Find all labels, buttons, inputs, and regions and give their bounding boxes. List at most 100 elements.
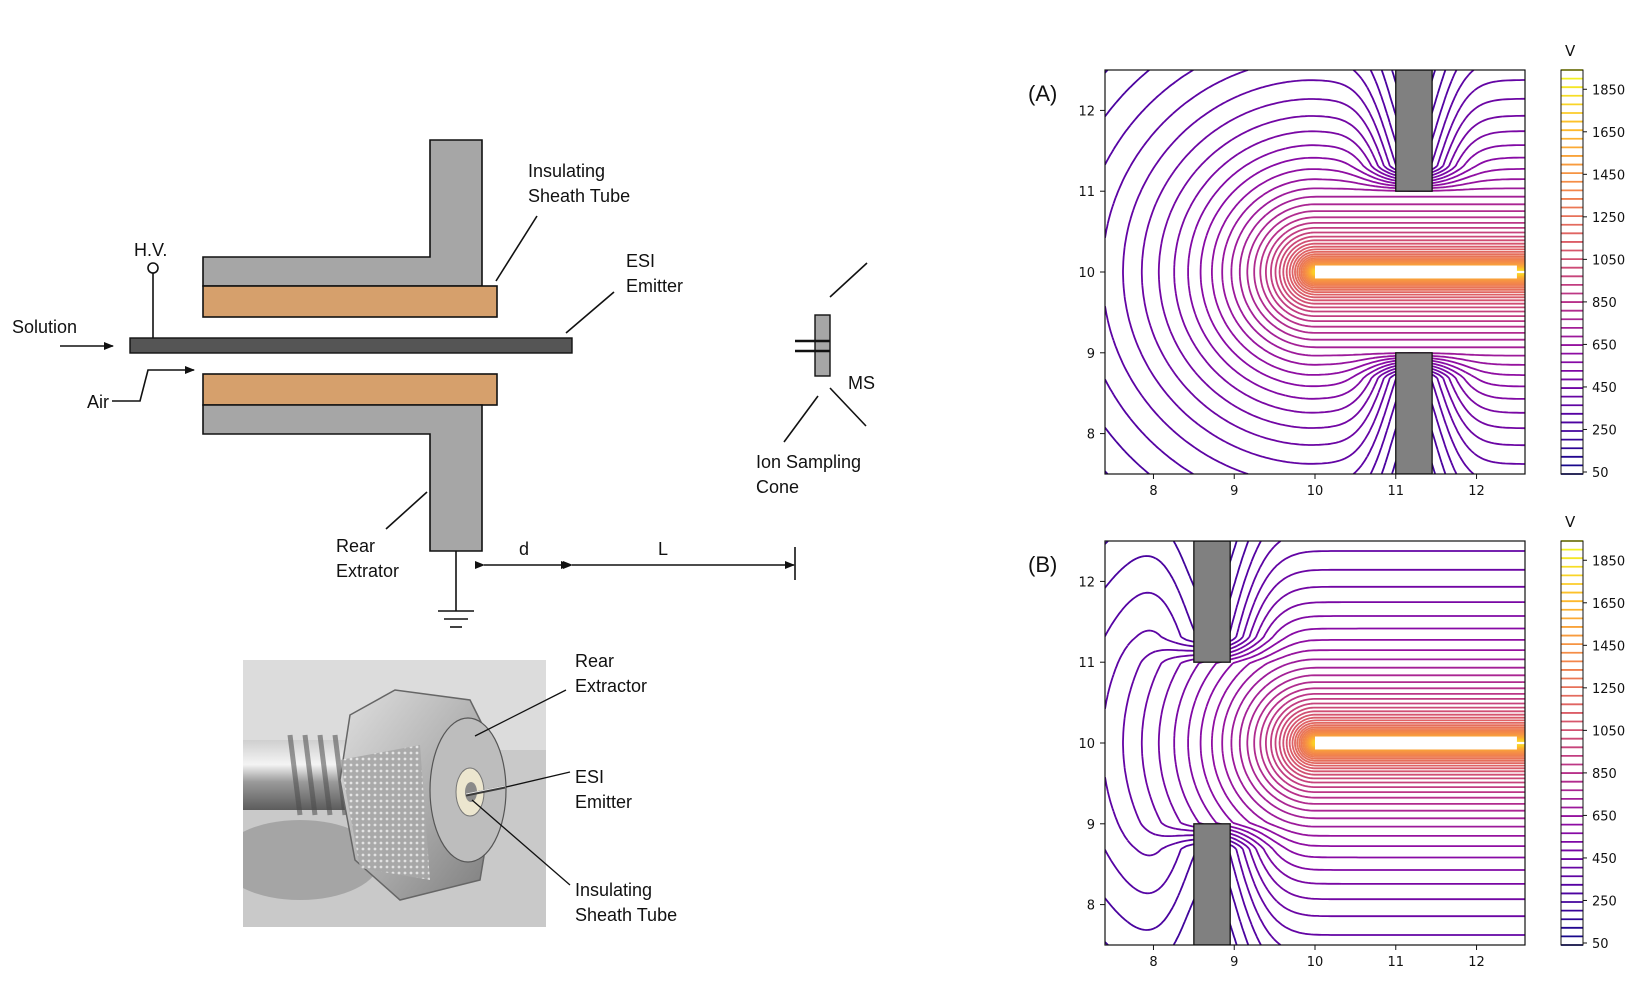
rear-label-1: Rear <box>336 536 375 556</box>
air-label: Air <box>87 392 109 412</box>
contour-line <box>1278 706 1525 780</box>
y-tick-label: 10 <box>1078 266 1095 281</box>
contour-line <box>1298 255 1525 289</box>
y-tick-label: 9 <box>1087 347 1095 362</box>
y-tick-label: 10 <box>1078 737 1095 752</box>
colorbar-tick-label: 1650 <box>1592 126 1625 141</box>
x-tick-label: 11 <box>1387 484 1404 499</box>
contour-line <box>1296 724 1525 762</box>
contour-line <box>1296 253 1525 291</box>
d-label: d <box>519 539 529 559</box>
contour-line <box>1304 261 1525 283</box>
photo-shaft-shadow <box>243 820 380 900</box>
contour-line <box>1265 693 1525 793</box>
contour-line <box>1274 231 1525 313</box>
hv-label: H.V. <box>134 240 167 260</box>
x-tick-label: 11 <box>1387 955 1404 970</box>
solution-label: Solution <box>12 317 77 337</box>
cone-label-1: Ion Sampling <box>756 452 861 472</box>
photo-insulating-label-1: Insulating <box>575 880 652 900</box>
contour-line <box>1291 719 1525 767</box>
colorbar-tick-label: 650 <box>1592 338 1617 353</box>
contour-line <box>1238 666 1525 820</box>
contour-line <box>1173 601 1525 885</box>
insulating-label-1: Insulating <box>528 161 605 181</box>
contour-line <box>1140 568 1525 918</box>
y-tick-label: 12 <box>1078 575 1095 590</box>
contour-line <box>1246 674 1525 812</box>
contour-line <box>1259 687 1525 799</box>
contour-line <box>1300 257 1525 287</box>
contour-line <box>1270 227 1525 317</box>
colorbar-tick-label: 450 <box>1592 381 1617 396</box>
photo-insulator-core <box>465 782 477 802</box>
colorbar-unit: V <box>1565 42 1576 60</box>
contour-line <box>1303 731 1525 755</box>
contour-line <box>1282 239 1525 305</box>
contour-line <box>1298 726 1525 760</box>
y-tick-label: 8 <box>1087 428 1095 443</box>
contour-line <box>1278 235 1525 309</box>
contour-line <box>1294 722 1525 764</box>
colorbar-unit: V <box>1565 513 1576 531</box>
contour-line <box>1285 713 1525 773</box>
colorbar-tick-label: 1050 <box>1592 724 1625 739</box>
y-tick-label: 12 <box>1078 104 1095 119</box>
colorbar-tick-label: 450 <box>1592 852 1617 867</box>
contour-line <box>1305 262 1525 282</box>
electrode-block <box>1395 70 1433 192</box>
x-tick-label: 12 <box>1468 484 1485 499</box>
colorbar-tick-label: 850 <box>1592 767 1617 782</box>
colorbar-tick-label: 850 <box>1592 296 1617 311</box>
photo-rear-leader <box>474 689 567 737</box>
contour-line <box>1105 70 1475 474</box>
colorbar-tick-label: 1650 <box>1592 597 1625 612</box>
contour-line <box>1122 79 1525 465</box>
contour-line <box>1259 216 1525 328</box>
colorbar-frame <box>1560 540 1584 946</box>
electrode-block <box>1395 352 1433 474</box>
lower-insulating-tube <box>202 373 498 406</box>
esi-label-1: ESI <box>626 251 655 271</box>
photo-emitter-needle <box>465 785 506 797</box>
x-tick-label: 10 <box>1307 955 1324 970</box>
colorbar-tick-label: 50 <box>1592 937 1609 952</box>
contour-plot-area <box>1105 70 1525 474</box>
photo-esi-label-2: Emitter <box>575 792 632 812</box>
contour-line <box>1140 97 1525 447</box>
colorbar-frame <box>1560 69 1584 475</box>
contour-line <box>1304 732 1525 754</box>
contour-line <box>1294 251 1525 293</box>
contour-line <box>1246 203 1525 341</box>
esi-emitter-tube <box>129 337 573 354</box>
photo-emitter-highlight <box>465 785 506 795</box>
colorbar-tick-label: 1450 <box>1592 168 1625 183</box>
panel-label: (B) <box>1028 552 1057 577</box>
contour-plot-area <box>1105 541 1525 945</box>
colorbar-tick-label: 1450 <box>1592 639 1625 654</box>
photo-rear-label-1: Rear <box>575 651 614 671</box>
esi-label-2: Emitter <box>626 276 683 296</box>
colorbar-tick-label: 1050 <box>1592 253 1625 268</box>
contour-line <box>1274 702 1525 784</box>
electrode-block <box>1193 541 1231 663</box>
source-schematic: H.V. Solution Air Insulating Sheath Tube… <box>12 139 875 628</box>
y-tick-label: 11 <box>1078 185 1095 200</box>
device-photo: Rear Extractor ESI Emitter Insulating Sh… <box>243 651 677 927</box>
esi-leader <box>565 291 615 334</box>
contour-line <box>1157 585 1525 901</box>
insulating-leader <box>495 215 538 282</box>
lower-extractor-shape <box>202 404 483 552</box>
contour-line <box>1199 627 1525 859</box>
contour-line <box>1238 195 1525 349</box>
rear-leader <box>385 491 428 530</box>
emitter-region <box>1315 265 1517 279</box>
contour-line <box>1253 681 1525 805</box>
contour-line <box>1265 222 1525 322</box>
y-tick-label: 8 <box>1087 899 1095 914</box>
photo-knurled-band <box>340 745 430 880</box>
